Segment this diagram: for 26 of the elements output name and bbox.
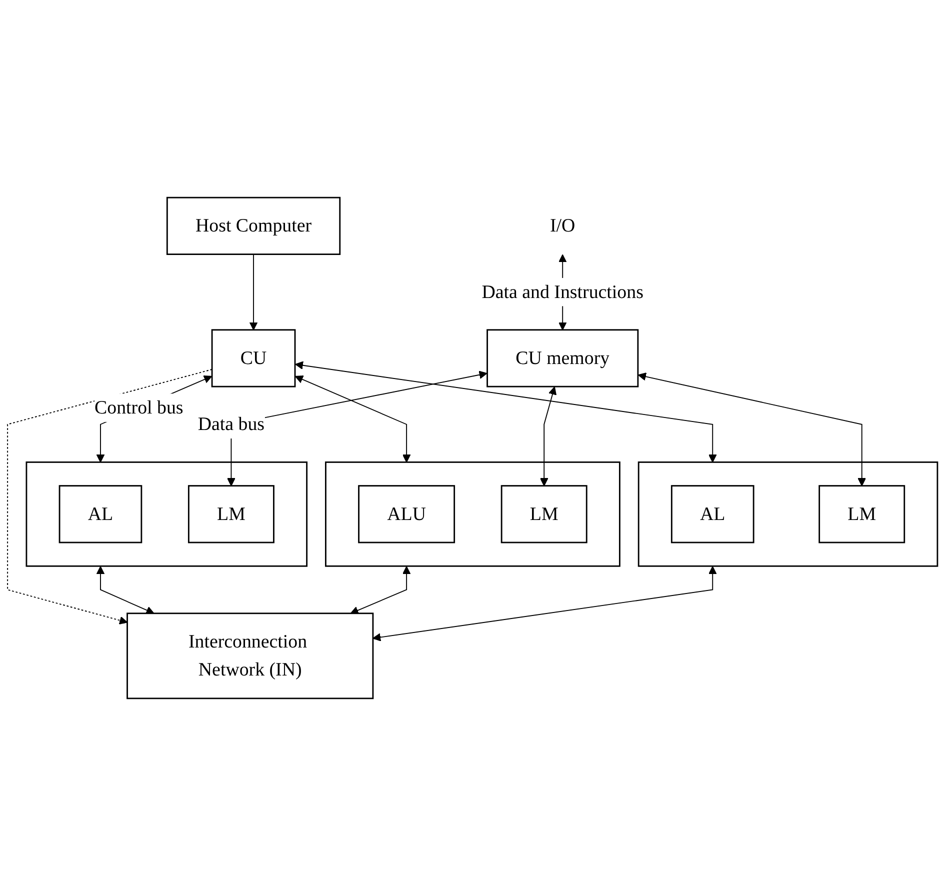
- node-box: CU: [211, 329, 296, 388]
- node-box: LM: [188, 485, 274, 544]
- node-box: CU memory: [486, 329, 639, 388]
- node-box: AL: [670, 485, 754, 544]
- arrow: [249, 254, 258, 330]
- edge-label: Data and Instructions: [482, 282, 644, 302]
- arrow: [638, 372, 866, 486]
- arrow: [96, 566, 154, 614]
- node-box: AL: [58, 485, 142, 544]
- arrow: [372, 566, 717, 642]
- node-box: LM: [500, 485, 588, 544]
- arrow: [295, 361, 717, 463]
- arrow: [227, 370, 488, 486]
- node-box: ALU: [358, 485, 456, 544]
- node-box: Interconnection Network (IN): [126, 612, 374, 700]
- cluster: [638, 461, 938, 567]
- edge-label: Control bus: [94, 397, 184, 418]
- node-box: LM: [818, 485, 906, 544]
- arrow: [540, 386, 557, 486]
- arrow: [350, 566, 411, 614]
- node-box: Host Computer: [166, 196, 341, 255]
- edge-label: Data bus: [198, 414, 265, 435]
- arrow: [294, 375, 411, 463]
- node-text: I/O: [550, 216, 576, 236]
- cluster: [325, 461, 620, 567]
- cluster: [26, 461, 308, 567]
